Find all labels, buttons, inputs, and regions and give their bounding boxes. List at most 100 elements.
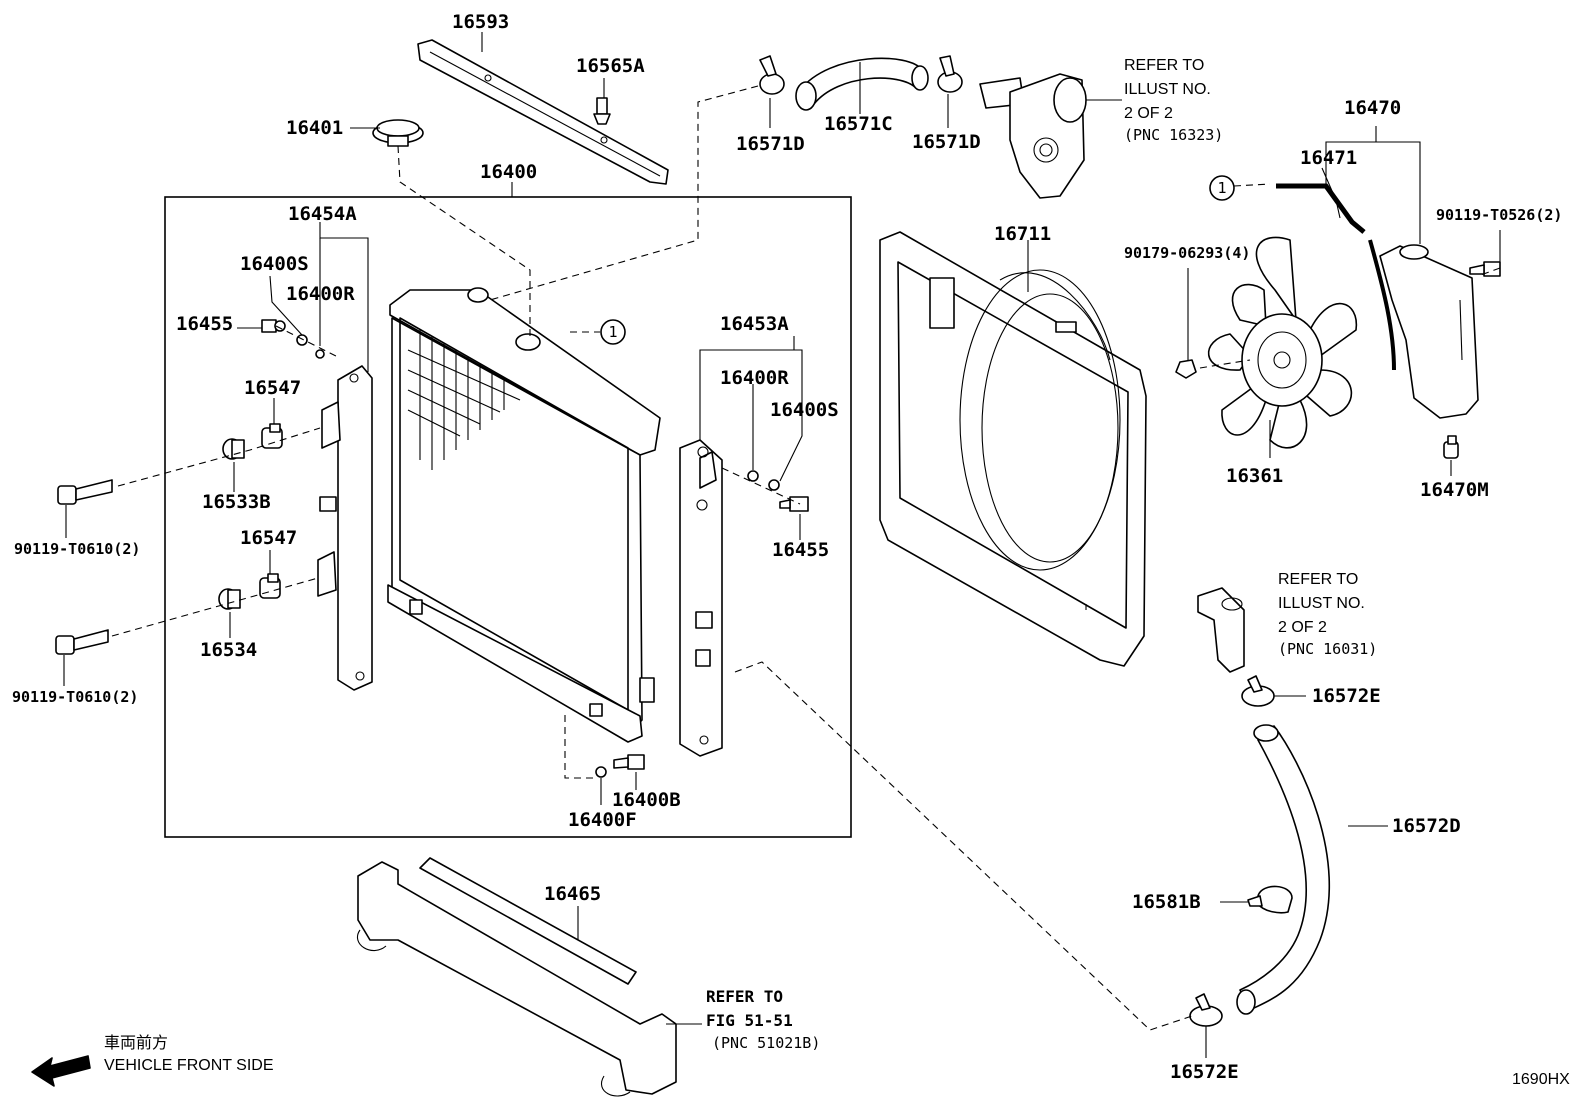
water-inlet-pipe — [1197, 587, 1245, 673]
callout-16547-lower: 16547 — [240, 527, 297, 549]
bolt-90119-lower — [55, 629, 109, 655]
cushion-16547-upper — [261, 423, 283, 449]
cushion-16547-lower — [259, 573, 281, 599]
arrow-left-icon — [31, 1055, 91, 1087]
dash-tank-bolt — [1477, 267, 1501, 277]
hose-clamp-16571d-right — [937, 55, 963, 93]
marker-1-label: 1 — [608, 323, 617, 341]
hose-clamp-16572e-lower — [1189, 993, 1223, 1027]
refer-note-line: 2 OF 2 — [1124, 105, 1173, 122]
clip-16565a — [593, 97, 611, 125]
water-outlet-housing — [979, 73, 1087, 199]
lower-support-member — [357, 861, 677, 1097]
callout-16572d: 16572D — [1392, 815, 1461, 837]
marker-1-radiator: 1 — [600, 319, 626, 345]
dash-nut-to-fan — [1199, 359, 1251, 369]
callout-16455-left: 16455 — [176, 313, 233, 335]
illustration-id: 1690HX — [1512, 1071, 1570, 1088]
seal-16465 — [419, 857, 637, 985]
callout-16400r-left: 16400R — [286, 283, 355, 305]
upper-support-bar — [417, 39, 669, 185]
callout-16571c: 16571C — [824, 113, 893, 135]
callout-16400s-right: 16400S — [770, 399, 839, 421]
callout-16465: 16465 — [544, 883, 601, 905]
vehicle-front-indicator: 車両前方 VEHICLE FRONT SIDE — [31, 1034, 274, 1087]
drain-plug-16400b — [613, 754, 645, 770]
callout-90179-06293: 90179-06293(4) — [1124, 244, 1250, 262]
callout-16361: 16361 — [1226, 465, 1283, 487]
callout-90119-t0526: 90119-T0526(2) — [1436, 206, 1562, 224]
callout-16572e-upper: 16572E — [1312, 685, 1381, 707]
callout-16593: 16593 — [452, 11, 509, 33]
marker-1-hose: 1 — [1209, 175, 1235, 201]
lower-hose — [1236, 724, 1330, 1015]
radiator-assembly-box — [164, 196, 852, 838]
refer-note-line: FIG 51-51 — [706, 1011, 793, 1030]
refer-note-pnc-16031: REFER TO ILLUST NO. 2 OF 2 (PNC 16031) — [1278, 571, 1377, 658]
callout-16400f: 16400F — [568, 809, 637, 831]
dash-marker-to-hose — [1233, 183, 1271, 187]
callout-16471: 16471 — [1300, 147, 1357, 169]
refer-note-line: (PNC 16031) — [1278, 640, 1377, 658]
dash-cap-to-filler — [397, 145, 531, 336]
cooling-fan — [1207, 236, 1358, 449]
callout-16572e-lower: 16572E — [1170, 1061, 1239, 1083]
upper-hose — [795, 57, 929, 111]
bolt-16455-right — [779, 496, 809, 512]
callout-90119-t0610-upper: 90119-T0610(2) — [14, 540, 140, 558]
callout-16455-right: 16455 — [772, 539, 829, 561]
callout-16581b: 16581B — [1132, 891, 1201, 913]
sleeve-16400s-left — [296, 334, 308, 346]
callout-16571d-left: 16571D — [736, 133, 805, 155]
radiator-cap — [372, 119, 424, 147]
refer-note-line: (PNC 51021B) — [712, 1034, 820, 1052]
radiator-core — [387, 287, 661, 743]
dash-drain — [564, 715, 596, 779]
bushing-16534 — [218, 588, 241, 610]
callout-16400r-right: 16400R — [720, 367, 789, 389]
callout-16547-upper: 16547 — [244, 377, 301, 399]
cushion-16470m — [1443, 435, 1459, 459]
bolt-90119-t0526 — [1469, 261, 1501, 277]
washer-16400r-right — [747, 470, 759, 482]
leader-lines — [63, 32, 1501, 1058]
callout-16454a: 16454A — [288, 203, 357, 225]
reserve-tank-hose — [1276, 183, 1396, 371]
callout-16453a: 16453A — [720, 313, 789, 335]
refer-note-line: ILLUST NO. — [1278, 595, 1365, 612]
sleeve-16400s-right — [768, 479, 780, 491]
dash-upper-bolt — [117, 427, 321, 487]
vehicle-front-english: VEHICLE FRONT SIDE — [104, 1057, 274, 1074]
hose-clamp-16572e-upper — [1241, 675, 1275, 707]
callout-16400: 16400 — [480, 161, 537, 183]
callout-16534: 16534 — [200, 639, 257, 661]
callout-16401: 16401 — [286, 117, 343, 139]
hose-clamp-16581b — [1247, 885, 1293, 914]
refer-note-line: 2 OF 2 — [1278, 619, 1327, 636]
vehicle-front-japanese: 車両前方 — [104, 1034, 168, 1052]
dash-lower-bolt — [111, 577, 319, 637]
dash-outlet-to-lower-clamp — [734, 661, 1193, 1031]
callout-16533b: 16533B — [202, 491, 271, 513]
dash-left-fasteners — [275, 325, 341, 359]
hose-clamp-16571d-left — [759, 55, 785, 95]
callout-16470: 16470 — [1344, 97, 1401, 119]
bolt-16455-left — [261, 319, 286, 333]
fan-shroud — [879, 231, 1147, 667]
callout-16571d-right: 16571D — [912, 131, 981, 153]
callout-16565a: 16565A — [576, 55, 645, 77]
callout-16400b: 16400B — [612, 789, 681, 811]
refer-note-pnc-51021b: REFER TO FIG 51-51 (PNC 51021B) — [666, 987, 820, 1052]
left-side-member — [317, 365, 373, 691]
refer-note-line: (PNC 16323) — [1124, 126, 1223, 144]
refer-note-line: REFER TO — [706, 987, 783, 1006]
dash-right-fasteners — [721, 467, 801, 505]
callout-90119-t0610-lower: 90119-T0610(2) — [12, 688, 138, 706]
callout-16711: 16711 — [994, 223, 1051, 245]
refer-note-line: ILLUST NO. — [1124, 81, 1211, 98]
nut-90179 — [1175, 359, 1197, 379]
refer-note-pnc-16323: REFER TO ILLUST NO. 2 OF 2 (PNC 16323) — [1124, 57, 1223, 144]
refer-note-line: REFER TO — [1124, 57, 1204, 74]
marker-1-label: 1 — [1217, 179, 1226, 197]
